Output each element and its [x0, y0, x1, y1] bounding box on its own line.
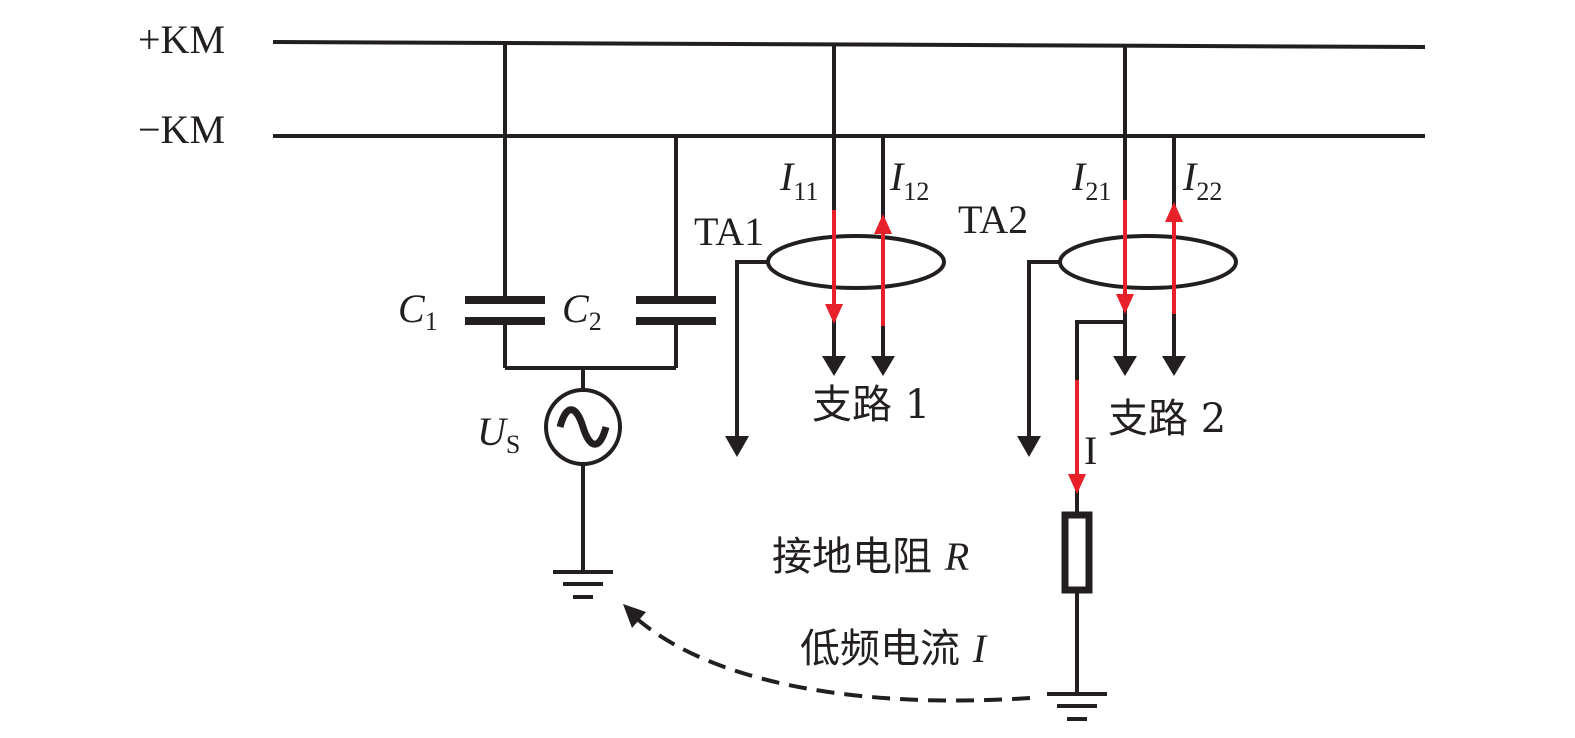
current-i21-label: I21 — [1071, 154, 1111, 206]
ta1-secondary-lead — [725, 260, 768, 457]
current-arrow-i11 — [825, 210, 843, 324]
current-i11-label: I11 — [779, 154, 818, 206]
branch-2-label: 支路 2 — [1108, 396, 1226, 442]
ac-source-icon — [544, 388, 622, 466]
return-current-dashed-arrow — [623, 604, 1031, 703]
ta2-secondary-lead — [1017, 260, 1060, 457]
current-transformer-ta1-icon — [766, 234, 946, 290]
low-frequency-current-label: 低频电流 I — [800, 626, 988, 672]
ground-icon-fault — [1047, 692, 1107, 721]
capacitor-c1-label: C1 — [398, 286, 438, 336]
current-arrow-i21 — [1116, 200, 1134, 314]
current-i22-label: I22 — [1182, 154, 1222, 206]
current-arrow-i12 — [874, 214, 892, 326]
grounding-resistor-icon — [1061, 511, 1093, 594]
capacitor-c1 — [465, 296, 545, 325]
capacitor-source-circuit — [503, 44, 678, 570]
current-arrow-fault — [1068, 380, 1086, 494]
grounding-resistor-label: 接地电阻 R — [772, 534, 969, 580]
current-transformer-ta2-icon — [1058, 234, 1238, 290]
positive-bus-line — [272, 40, 1426, 49]
capacitor-c2-label: C2 — [562, 286, 602, 336]
positive-bus-label: +KM — [138, 17, 225, 62]
capacitor-c2 — [636, 296, 716, 325]
current-arrow-i22 — [1165, 202, 1183, 314]
source-label: US — [477, 409, 520, 459]
negative-bus-label: −KM — [138, 107, 225, 152]
current-i12-label: I12 — [889, 154, 929, 206]
fault-current-label: I — [1084, 428, 1097, 473]
ground-icon-source — [553, 570, 613, 599]
fault-path-wire — [1075, 320, 1125, 692]
branch-1-label: 支路 1 — [812, 382, 930, 428]
ta1-label: TA1 — [694, 209, 764, 254]
ta2-label: TA2 — [958, 197, 1028, 242]
